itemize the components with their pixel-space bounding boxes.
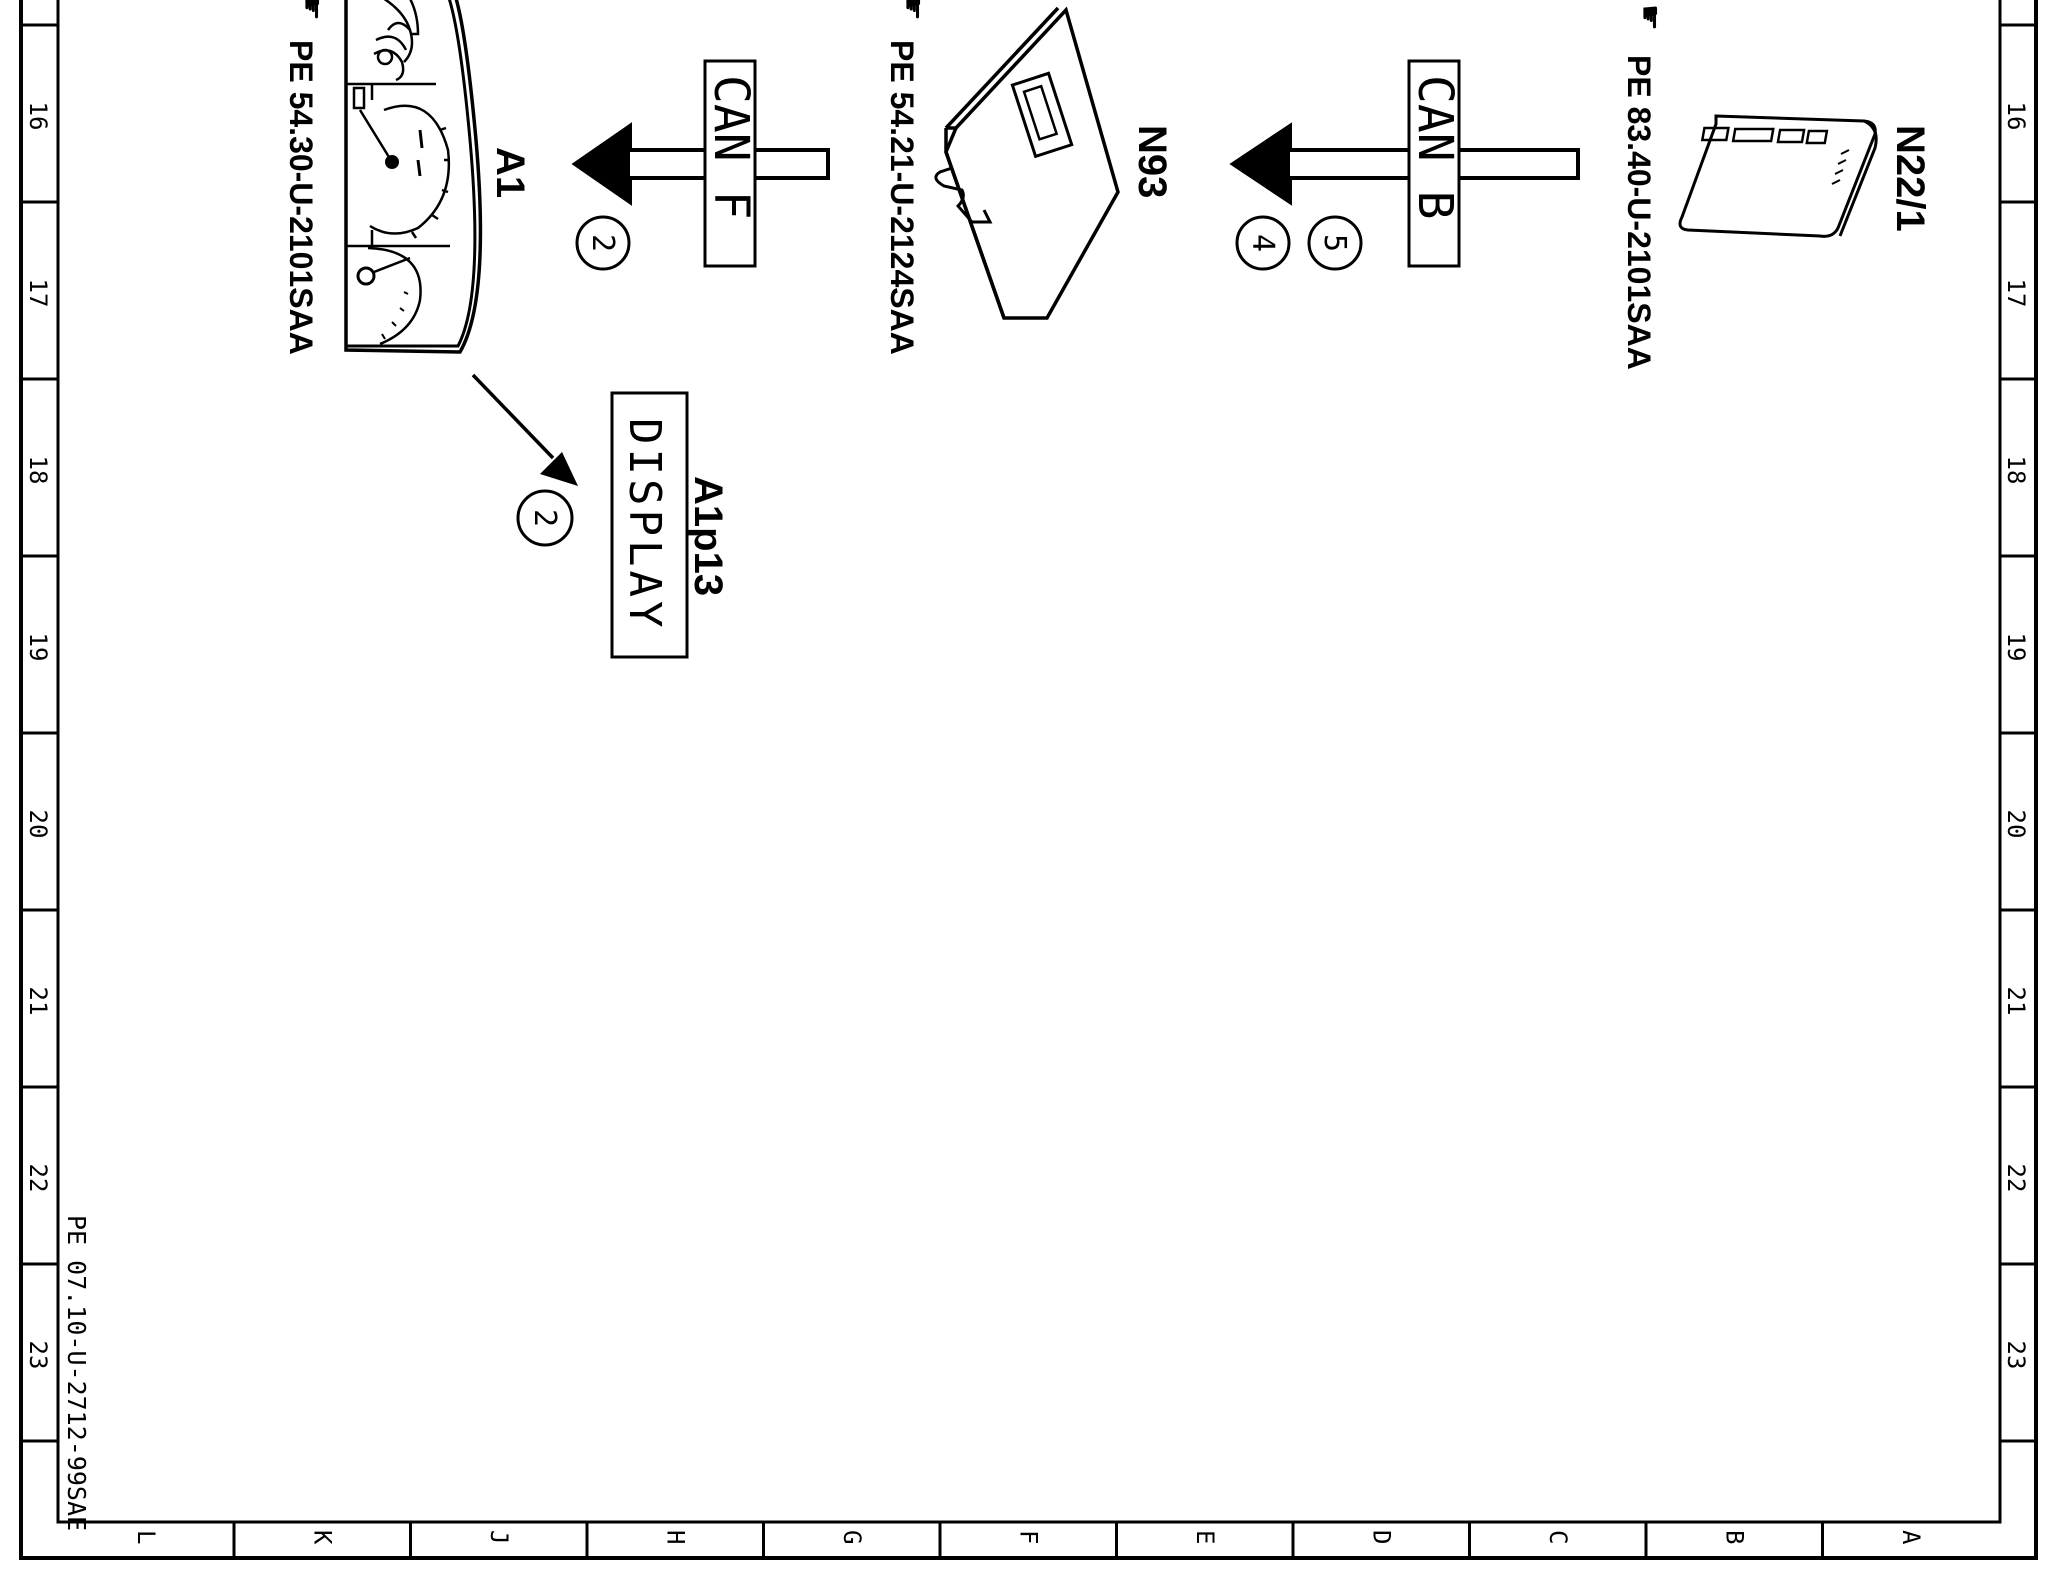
row-ticks-left — [21, 23, 58, 1443]
row-label: 22 — [2002, 1164, 2030, 1193]
instrument-cluster-a1-icon — [344, 0, 483, 354]
svg-text:2: 2 — [585, 234, 620, 252]
column-ticks — [232, 1522, 1824, 1558]
n22-1-label: N22/1 — [1888, 125, 1932, 232]
column-label: F — [1015, 1530, 1043, 1544]
can-b-label-box — [1407, 59, 1461, 268]
pointing-hand-icon: ☛ — [295, 0, 328, 21]
pointing-hand-icon: ☛ — [1633, 4, 1666, 31]
can-f-label: CAN F — [703, 75, 759, 220]
inner-frame — [56, 0, 2002, 1524]
component-n93[interactable]: N93 PE 54.21-U-2124SAA ☛ — [884, 0, 1174, 355]
pointing-hand-icon: ☛ — [896, 0, 929, 21]
can-b-marker-4: 4 — [1235, 215, 1291, 271]
can-f-label-box — [703, 59, 757, 268]
row-label: 21 — [24, 987, 52, 1016]
a1-reference[interactable]: PE 54.30-U-2101SAA — [283, 40, 319, 355]
component-a1p13[interactable]: A1p13 DISPLAY 2 — [516, 391, 730, 659]
column-label: A — [1897, 1530, 1925, 1545]
column-label: L — [132, 1530, 160, 1544]
row-label: 23 — [2002, 1341, 2030, 1370]
row-label: 19 — [2002, 633, 2030, 662]
row-label: 20 — [2002, 810, 2030, 839]
module-n93-icon — [934, 6, 1120, 320]
row-label: 23 — [24, 1341, 52, 1370]
a1-label: A1 — [488, 147, 532, 198]
row-label: 19 — [24, 633, 52, 662]
display-text: DISPLAY — [619, 418, 670, 631]
can-f-arrow-head — [575, 126, 630, 202]
row-label: 17 — [2002, 279, 2030, 308]
n22-1-reference[interactable]: PE 83.40-U-2101SAA — [1621, 55, 1657, 370]
module-n22-1-icon — [1678, 114, 1878, 238]
column-label: B — [1721, 1530, 1749, 1544]
display-box — [610, 391, 689, 659]
row-label: 18 — [24, 456, 52, 485]
row-label: 16 — [24, 102, 52, 131]
row-label: 21 — [2002, 987, 2030, 1016]
n93-label: N93 — [1130, 125, 1174, 198]
can-b-label: CAN B — [1407, 75, 1463, 220]
can-f-marker-2: 2 — [575, 215, 631, 271]
column-label: C — [1544, 1530, 1572, 1544]
row-ticks-right — [2000, 23, 2036, 1443]
a1-to-display-arrow — [471, 373, 578, 486]
a1p13-label: A1p13 — [686, 476, 730, 596]
row-label: 17 — [24, 279, 52, 308]
column-label: J — [485, 1530, 513, 1544]
row-label: 18 — [2002, 456, 2030, 485]
row-labels-left: 16 17 18 19 20 21 22 23 — [24, 102, 52, 1370]
column-label: G — [838, 1530, 866, 1544]
bus-can-f[interactable]: CAN F 2 — [571, 59, 830, 271]
component-a1[interactable]: A1 PE 54.30-U-2101SAA ☛ — [283, 0, 532, 355]
svg-text:4: 4 — [1245, 234, 1280, 252]
column-label: D — [1368, 1530, 1396, 1544]
drawing-number: PE 07.10-U-2712-99SAE — [62, 1215, 91, 1531]
row-label: 16 — [2002, 102, 2030, 131]
row-label: 22 — [24, 1164, 52, 1193]
column-label: K — [309, 1530, 337, 1545]
can-b-arrow-head — [1233, 126, 1290, 202]
bus-can-b[interactable]: CAN B 5 4 — [1229, 59, 1580, 271]
column-label: E — [1191, 1530, 1219, 1544]
svg-text:5: 5 — [1317, 234, 1352, 252]
can-b-marker-5: 5 — [1307, 215, 1363, 271]
n93-reference[interactable]: PE 54.21-U-2124SAA — [884, 40, 920, 355]
component-n22-1[interactable]: N22/1 PE 83.40-U-2101SAA ☛ — [1621, 4, 1932, 370]
svg-text:2: 2 — [527, 509, 562, 527]
column-label: H — [662, 1530, 690, 1544]
outer-frame — [19, 0, 2038, 1560]
display-marker-2: 2 — [516, 489, 574, 547]
row-labels-right: 16 17 18 19 20 21 22 23 — [2002, 102, 2030, 1370]
row-label: 20 — [24, 810, 52, 839]
